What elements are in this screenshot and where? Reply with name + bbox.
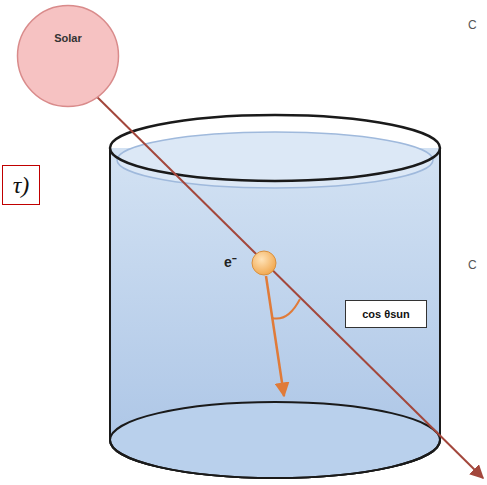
solar-ray (88, 88, 483, 478)
tank-rim (110, 115, 440, 181)
node-text: Solar (54, 32, 82, 44)
text-box: cos θsun (345, 300, 427, 328)
sun-disc (18, 6, 119, 107)
text-box: τ) (2, 165, 40, 205)
angle-arc (272, 299, 300, 319)
electron-label: e⁻ (224, 252, 237, 271)
sun-circle: Solar (16, 4, 120, 108)
node-text: τ) (13, 172, 30, 199)
sun-outline (16, 4, 120, 108)
tank-wall (110, 148, 440, 478)
cut-text: C (468, 258, 477, 272)
electron (252, 251, 276, 275)
cut-text: C (468, 18, 477, 32)
water-surface (117, 132, 433, 188)
tank-outline (110, 148, 440, 478)
electron-track (266, 276, 284, 396)
node-text: cos θsun (362, 308, 410, 320)
